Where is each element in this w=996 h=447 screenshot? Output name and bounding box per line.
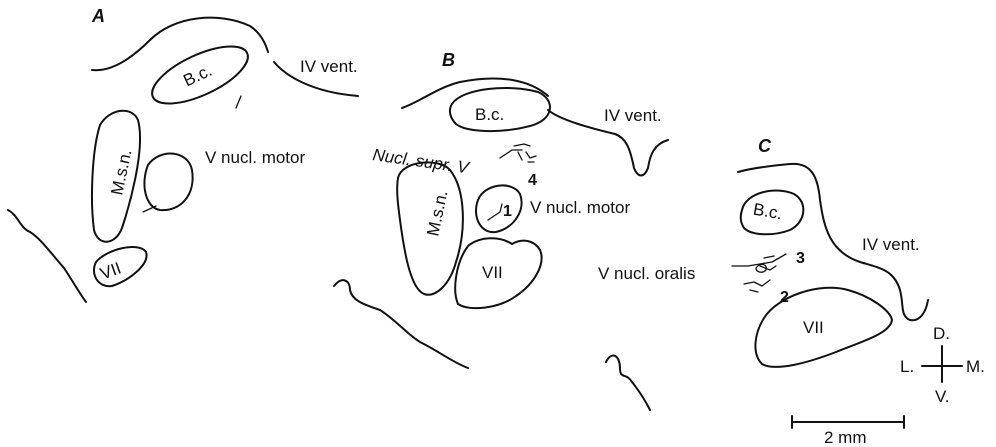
panel-c-letter: C	[758, 136, 772, 156]
panel-a: A IV vent. B.c. M.s.n. V nucl. motor VII	[8, 6, 358, 302]
scale-bar-label: 2 mm	[824, 428, 867, 447]
panel-c-vii-label: VII	[803, 318, 824, 337]
compass-dorsal-label: D.	[933, 324, 950, 343]
panel-a-v-motor-label: V nucl. motor	[205, 148, 305, 167]
compass-ventral-label: V.	[935, 387, 950, 406]
panel-a-vii-label: VII	[98, 259, 124, 284]
panel-b-letter: B	[442, 50, 455, 70]
panel-c-oralis-lesion-marks	[732, 254, 786, 292]
panel-b-bc-label: B.c.	[475, 105, 504, 124]
panel-a-letter: A	[91, 6, 105, 26]
panel-b-dorsal-contour	[402, 78, 548, 108]
panel-c-iv-vent-label: IV vent.	[862, 235, 920, 254]
panel-a-msn-label: M.s.n.	[107, 148, 135, 197]
panel-b-nucl-supr-label: Nucl. supr. V	[371, 145, 471, 178]
panel-b-supr-lesion-marks	[500, 144, 536, 162]
panel-a-iv-vent-label: IV vent.	[300, 57, 358, 76]
panel-a-ventral-contour	[8, 210, 86, 302]
panel-c-bc-label: B.c.	[752, 200, 784, 224]
panel-b-msn-label: M.s.n.	[423, 189, 451, 238]
panel-b-site-1: 1	[503, 203, 512, 220]
panel-a-bc-label: B.c.	[180, 61, 215, 91]
panel-c-v-oralis-label: V nucl. oralis	[598, 264, 695, 283]
panel-b-motor-lesion-mark	[488, 204, 502, 220]
compass-medial-label: M.	[966, 357, 985, 376]
panel-b-v-motor-label: V nucl. motor	[530, 198, 630, 217]
panel-b-vii-label: VII	[482, 263, 503, 282]
panel-c: C IV vent. B.c. V nucl. oralis 3 2 VII	[598, 136, 928, 410]
panel-b-site-4: 4	[528, 172, 537, 189]
panel-b-ventral-contour	[334, 280, 468, 368]
panel-b: B IV vent. B.c. Nucl. supr. V 4 M.s.n. 1…	[334, 50, 668, 368]
panel-a-v-motor-outline	[144, 154, 192, 211]
panel-b-iv-vent-label: IV vent.	[604, 106, 662, 125]
compass-lateral-label: L.	[900, 357, 914, 376]
panel-b-v-motor-outline	[476, 185, 522, 232]
panel-c-site-3: 3	[796, 250, 805, 267]
panel-c-ventral-contour	[606, 355, 650, 410]
panel-a-motor-tick	[143, 206, 156, 212]
panel-a-tick	[236, 96, 241, 108]
scale-bar: 2 mm	[792, 416, 904, 447]
orientation-compass: D. V. L. M.	[900, 324, 985, 406]
